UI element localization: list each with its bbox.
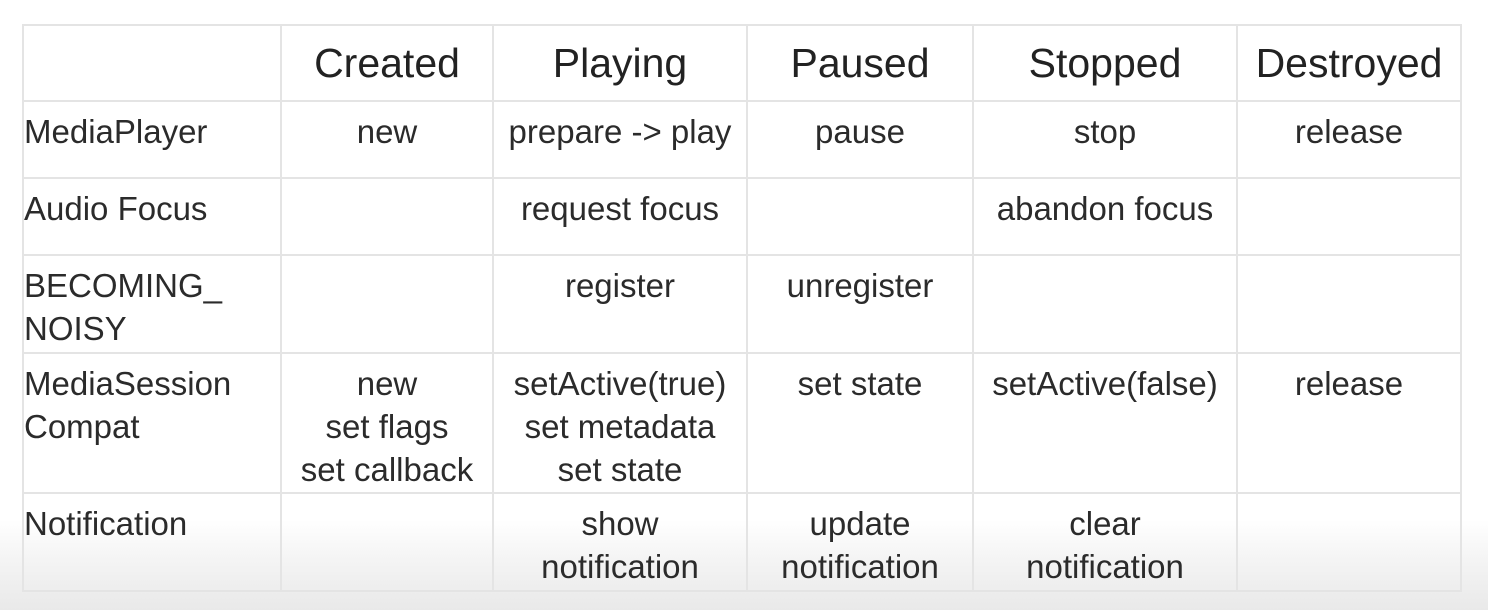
table-row-mediaplayer: MediaPlayer new prepare -> play pause st… (22, 100, 1462, 179)
row-label: Audio Focus (24, 190, 208, 227)
table-row-becoming-noisy: BECOMING_ NOISY register unregister (22, 254, 1462, 354)
cell-created (280, 177, 494, 256)
cell-text: notification (541, 548, 699, 585)
cell-paused: set state (746, 352, 974, 494)
cell-text: register (564, 267, 676, 304)
cell-stopped: abandon focus (972, 177, 1238, 256)
cell-text: stop (1073, 113, 1137, 150)
row-label: MediaPlayer (24, 113, 208, 150)
cell-stopped: setActive(false) (972, 352, 1238, 494)
cell-destroyed (1236, 254, 1462, 354)
row-label: Notification (24, 505, 188, 542)
cell-text: setActive(true) (513, 365, 727, 402)
cell-playing: prepare -> play (492, 100, 748, 179)
cell-text: new (356, 113, 418, 150)
cell-paused: unregister (746, 254, 974, 354)
header-cell-empty (22, 24, 282, 102)
cell-created: new set flags set callback (280, 352, 494, 494)
cell-text: set flags (325, 408, 449, 445)
row-label-cell: MediaPlayer (22, 100, 282, 179)
cell-text: notification (781, 548, 939, 585)
row-label: MediaSession (24, 365, 232, 402)
cell-text: setActive(false) (992, 365, 1218, 402)
cell-stopped: stop (972, 100, 1238, 179)
cell-text: set callback (300, 451, 474, 488)
cell-text: update (809, 505, 911, 542)
cell-created (280, 254, 494, 354)
row-label: NOISY (24, 310, 127, 347)
cell-destroyed (1236, 492, 1462, 592)
cell-destroyed: release (1236, 352, 1462, 494)
cell-paused: update notification (746, 492, 974, 592)
cell-playing: register (492, 254, 748, 354)
header-cell-paused: Paused (746, 24, 974, 102)
lifecycle-table: Created Playing Paused Stopped Destroyed… (22, 24, 1462, 592)
table-row-audio-focus: Audio Focus request focus abandon focus (22, 177, 1462, 256)
row-label-cell: MediaSession Compat (22, 352, 282, 494)
cell-created (280, 492, 494, 592)
cell-paused (746, 177, 974, 256)
cell-created: new (280, 100, 494, 179)
cell-text: pause (815, 113, 905, 150)
cell-text: prepare -> play (508, 113, 732, 150)
row-label-cell: Notification (22, 492, 282, 592)
cell-text: request focus (520, 190, 720, 227)
row-label-cell: BECOMING_ NOISY (22, 254, 282, 354)
header-row: Created Playing Paused Stopped Destroyed (22, 24, 1462, 102)
cell-text: new (356, 365, 418, 402)
cell-playing: show notification (492, 492, 748, 592)
table-row-notification: Notification show notification update no… (22, 492, 1462, 592)
cell-text: set state (797, 365, 923, 402)
cell-text: set metadata (524, 408, 716, 445)
cell-stopped: clear notification (972, 492, 1238, 592)
cell-text: notification (1026, 548, 1184, 585)
cell-text: release (1294, 365, 1404, 402)
cell-text: set state (557, 451, 683, 488)
cell-playing: request focus (492, 177, 748, 256)
cell-destroyed (1236, 177, 1462, 256)
cell-destroyed: release (1236, 100, 1462, 179)
cell-text: unregister (786, 267, 934, 304)
cell-text: release (1294, 113, 1404, 150)
cell-playing: setActive(true) set metadata set state (492, 352, 748, 494)
header-cell-playing: Playing (492, 24, 748, 102)
header-cell-created: Created (280, 24, 494, 102)
header-cell-stopped: Stopped (972, 24, 1238, 102)
row-label: Compat (24, 408, 140, 445)
table-row-mediasession-compat: MediaSession Compat new set flags set ca… (22, 352, 1462, 494)
cell-text: show (581, 505, 659, 542)
row-label-cell: Audio Focus (22, 177, 282, 256)
header-cell-destroyed: Destroyed (1236, 24, 1462, 102)
cell-text: abandon focus (996, 190, 1214, 227)
cell-paused: pause (746, 100, 974, 179)
cell-text: clear (1069, 505, 1141, 542)
cell-stopped (972, 254, 1238, 354)
row-label: BECOMING_ (24, 267, 223, 304)
